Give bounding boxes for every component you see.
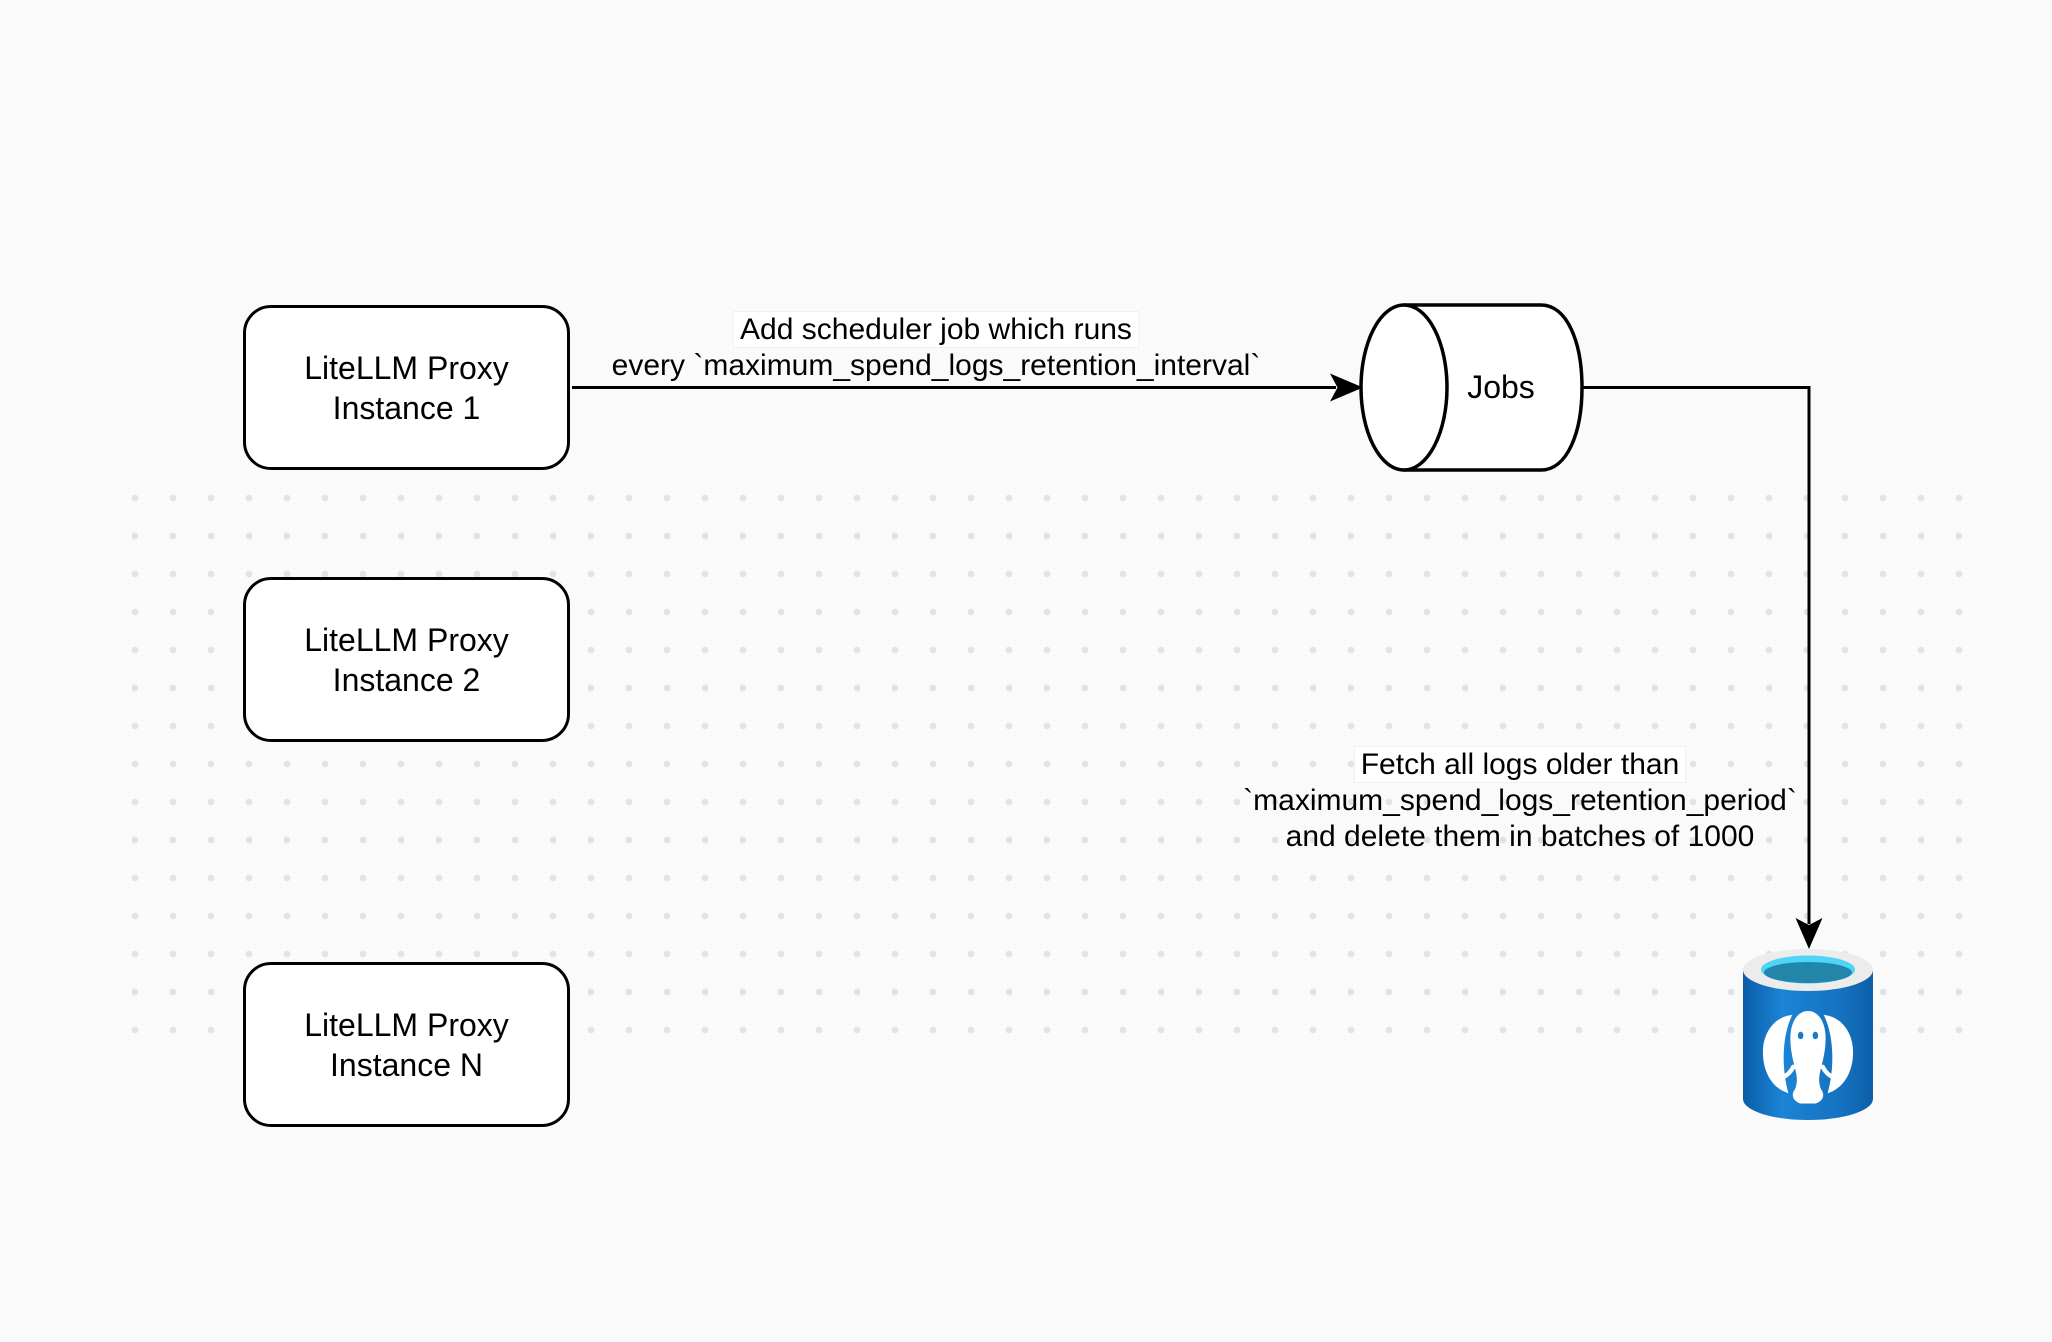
node-litellm-proxy-instance-n: LiteLLM Proxy Instance N [243,962,570,1127]
postgres-elephant-icon [1762,1010,1854,1104]
node-litellm-proxy-instance-1: LiteLLM Proxy Instance 1 [243,305,570,470]
edge-jobs-to-postgres [1582,386,1823,949]
node-litellm-proxy-instance-2: LiteLLM Proxy Instance 2 [243,577,570,742]
jobs-node-label: Jobs [1467,369,1535,405]
edge-label-line: `maximum_spend_logs_retention_period` [1243,784,1797,817]
edge-label-fetch-delete: Fetch all logs older than `maximum_spend… [1100,747,1940,855]
node-label-line: Instance N [330,1046,483,1083]
node-label-line: LiteLLM Proxy [304,621,509,658]
edge-label-line: every `maximum_spend_logs_retention_inte… [611,349,1261,382]
node-label-line: Instance 2 [332,661,481,698]
postgresql-database-icon [1743,949,1873,1120]
arrowhead-right-icon [1330,373,1363,402]
node-label-line: LiteLLM Proxy [304,1006,509,1043]
postgres-water-dark [1764,962,1852,983]
edge-label-line: Add scheduler job which runs [734,312,1138,347]
node-label-line: LiteLLM Proxy [304,349,509,386]
edge-label-scheduler-job: Add scheduler job which runs every `maxi… [516,312,1356,384]
jobs-cylinder-icon [1359,303,1584,472]
edge-proxy1-to-jobs [572,373,1363,402]
node-label-line: Instance 1 [332,389,481,426]
arrowhead-down-icon [1795,918,1823,949]
edge-label-line: Fetch all logs older than [1354,747,1686,782]
edge-label-line: and delete them in batches of 1000 [1285,820,1755,853]
